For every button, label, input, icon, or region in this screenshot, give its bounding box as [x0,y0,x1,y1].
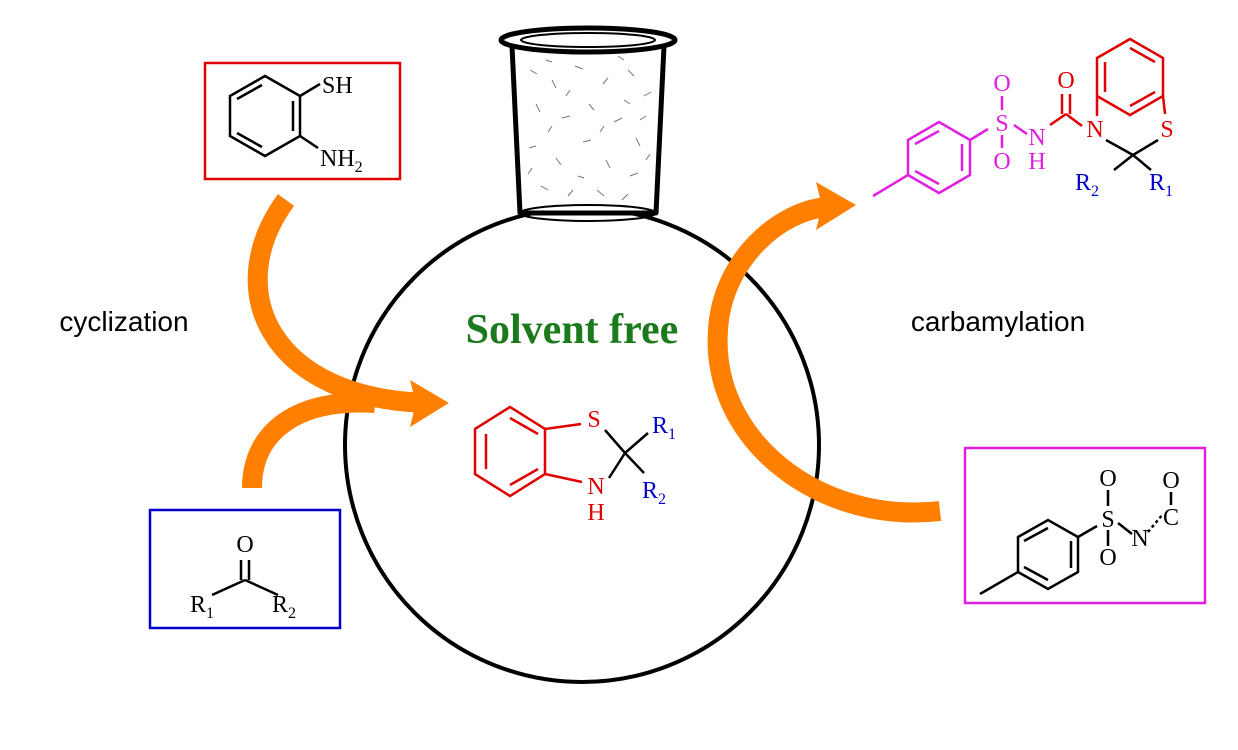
arrows [242,194,942,523]
product-c2 [1105,138,1159,171]
product-ring-nitrogen: N [1086,117,1103,143]
benzothiazoline-c2 [604,429,649,479]
product-r1: R1 [1149,170,1173,200]
product-tolyl [872,96,1028,198]
tic-o-bottom: O [1099,545,1116,571]
intermediate-r2-r: R [642,478,658,504]
product-r2: R2 [1075,170,1099,200]
ring-hydrogen: H [587,500,604,526]
product-o-carbonyl: O [1057,68,1074,94]
product-benzothiazoline-core [1095,37,1167,117]
flask-neck-base [519,204,657,222]
product-r2-r: R [1075,170,1091,196]
amine-label: NH2 [320,146,363,176]
flask-neck [509,45,667,216]
reagent-aminothiophenol: SH NH2 [203,61,402,181]
reagent3-box [963,446,1207,605]
product: O S O N H O N S R2 R1 [872,37,1174,200]
product-urea [1049,94,1083,127]
flask-packing [527,55,652,201]
intermediate-r1-sub: 1 [668,426,676,443]
tic-carbon: C [1163,505,1179,531]
reagent1-box [203,61,402,181]
product-sulfur-sulfonyl: S [995,111,1008,137]
flask: Solvent free [343,25,821,684]
ketone-r2-sub: 2 [288,605,296,622]
product-o-bottom: O [993,149,1010,175]
intermediate-r1-r: R [652,413,668,439]
amine-subscript: 2 [355,159,363,176]
carbamylation-label: carbamylation [911,306,1085,337]
tosyl-isocyanate-structure [979,490,1173,596]
ketone-r2-r: R [272,592,288,618]
ring-sulfur: S [587,407,600,433]
ketone-oxygen: O [236,532,253,558]
reagent-ketone: O R1 R2 [148,508,342,630]
ketone-r1-r: R [190,592,206,618]
flask-label: Solvent free [466,307,679,353]
product-nh-n: N [1028,125,1045,151]
tic-sulfur: S [1101,507,1114,533]
cyclization-arrowhead [410,380,449,427]
reagent-tosyl-isocyanate: O S O N O C [963,446,1207,605]
product-r1-sub: 1 [1165,183,1173,200]
product-nh-h: H [1028,149,1045,175]
reagent2-box [148,508,342,630]
product-o-top: O [993,71,1010,97]
benzothiazoline-core [473,405,583,498]
carbamylation-arrow [707,197,942,523]
intermediate-r2-sub: 2 [658,491,666,508]
ketone-r2: R2 [272,592,296,622]
product-ring-sulfur: S [1160,117,1173,143]
amine-nh: NH [320,146,355,172]
flask-rim-inner [520,32,656,48]
ketone-r1-sub: 1 [206,605,214,622]
thiol-label: SH [322,73,353,99]
product-r2-sub: 2 [1091,183,1099,200]
ketone-r1: R1 [190,592,214,622]
flask-rim [498,25,678,55]
ketone-structure [211,560,279,597]
cyclization-arrow-1 [247,194,431,413]
ring-nitrogen: N [587,474,604,500]
tic-nitrogen: N [1131,526,1148,552]
aminothiophenol-structure [228,74,321,158]
benzothiazoline: S N H R1 R2 [473,405,676,526]
intermediate-r1: R1 [652,413,676,443]
intermediate-r2: R2 [642,478,666,508]
tic-o-isocyanate: O [1162,468,1179,494]
cyclization-label: cyclization [59,306,188,337]
cyclization-arrow-2 [242,392,376,489]
product-r1-r: R [1149,170,1165,196]
carbamylation-arrowhead [816,182,856,230]
tic-o-top: O [1099,466,1116,492]
